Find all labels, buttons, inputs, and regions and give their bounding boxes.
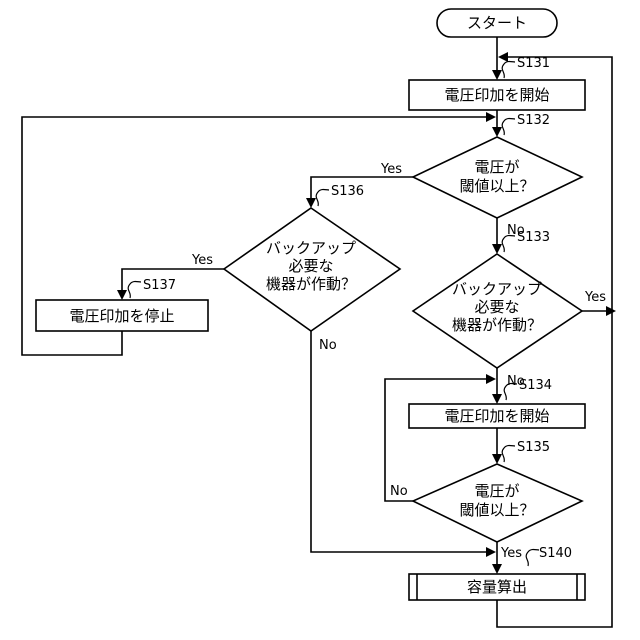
decision-threshold-2-line-1: 電圧が (474, 482, 519, 500)
decision-threshold-1-line-2: 閾値以上？ (459, 177, 534, 195)
step-leader-s140 (526, 550, 539, 567)
decision-backup-left-line-1: バックアップ (266, 239, 356, 257)
predefined-process-capacity-label: 容量算出 (467, 578, 527, 596)
branch-yes-s132: Yes (380, 162, 402, 177)
decision-backup-right-line-1: バックアップ (452, 280, 542, 298)
step-label-s131: S131 (517, 56, 550, 71)
arrow-loop-into-s132 (486, 112, 496, 122)
decision-threshold-2-line-2: 閾値以上？ (459, 501, 534, 519)
step-label-s135: S135 (517, 440, 550, 455)
branch-no-s132: No (507, 223, 525, 238)
arrow-s136-no-merge (486, 547, 496, 557)
step-leader-s137 (128, 282, 141, 299)
step-label-s137: S137 (143, 278, 176, 293)
step-label-s136: S136 (331, 184, 364, 199)
arrow-into-s136 (306, 198, 316, 208)
arrow-into-s135 (492, 454, 502, 464)
branch-no-s136: No (319, 338, 337, 353)
step-label-s140: S140 (539, 546, 572, 561)
arrow-into-s131 (492, 70, 502, 80)
arrow-loop-into-s134 (486, 374, 496, 384)
process-start-voltage-2-label: 電圧印加を開始 (444, 407, 549, 425)
arrow-into-s133 (492, 244, 502, 254)
arrow-s133-yes (606, 306, 616, 316)
branch-yes-s136: Yes (191, 253, 213, 268)
arrow-into-s134 (492, 394, 502, 404)
branch-yes-s133: Yes (584, 290, 606, 305)
arrow-into-s137 (117, 290, 127, 300)
step-leader-s135 (502, 446, 515, 463)
decision-threshold-1-line-1: 電圧が (474, 158, 519, 176)
decision-backup-right-line-2: 必要な (474, 298, 519, 316)
arrow-into-s140 (492, 564, 502, 574)
branch-no-s133: No (507, 374, 525, 389)
step-label-s132: S132 (517, 113, 550, 128)
step-leader-s131 (502, 62, 515, 79)
process-start-voltage-1-label: 電圧印加を開始 (444, 86, 549, 104)
process-stop-voltage-label: 電圧印加を停止 (69, 307, 174, 325)
decision-backup-left-line-3: 機器が作動？ (266, 275, 356, 293)
start-label: スタート (467, 14, 527, 32)
step-leader-s132 (502, 119, 515, 136)
branch-no-s135: No (390, 484, 408, 499)
branch-yes-s135: Yes (500, 546, 522, 561)
arrow-loop-to-top (498, 52, 508, 62)
step-leader-s136 (316, 190, 329, 207)
decision-backup-left-line-2: 必要な (288, 257, 333, 275)
decision-backup-right-line-3: 機器が作動？ (452, 316, 542, 334)
arrow-into-s132 (492, 127, 502, 137)
